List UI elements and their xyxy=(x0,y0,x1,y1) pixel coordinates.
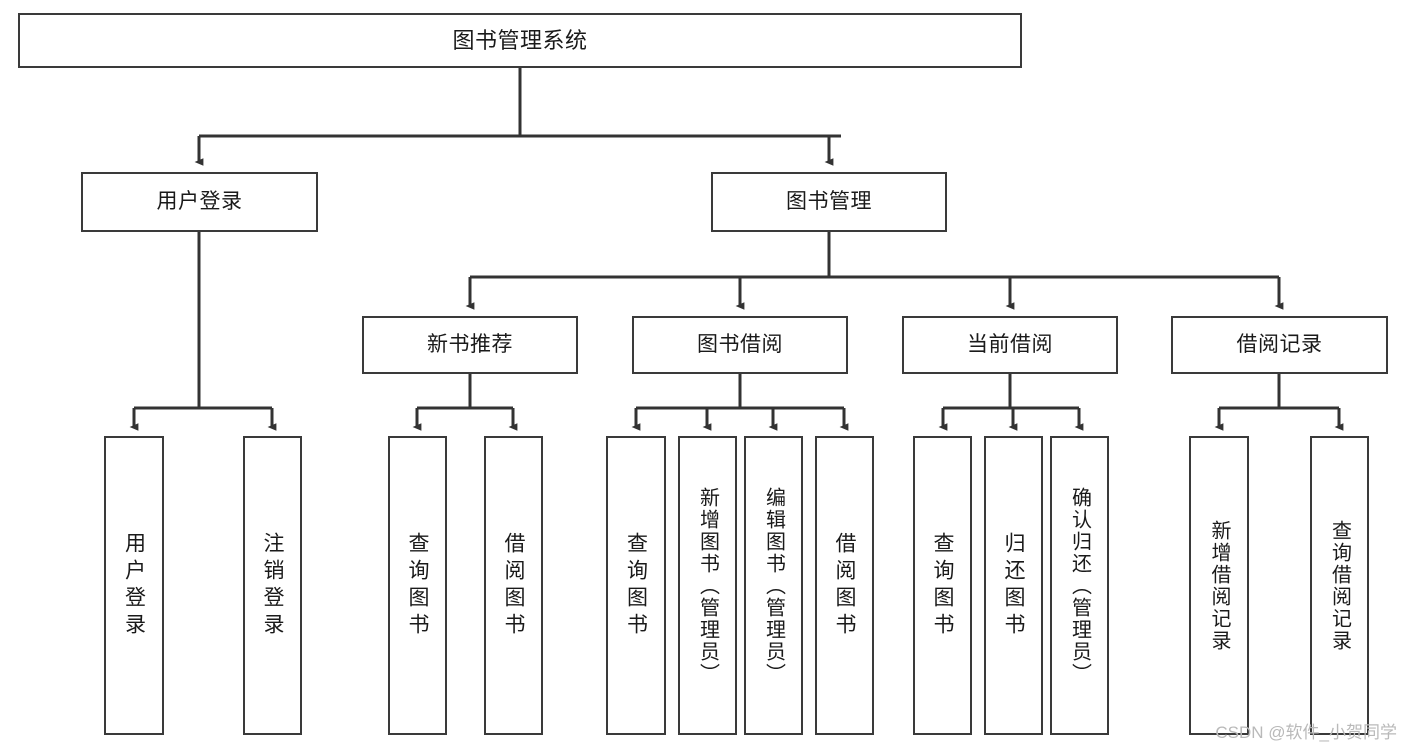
node-user-login-label: 用户登录 xyxy=(156,189,243,213)
node-borrow-record[interactable]: 借阅记录 xyxy=(1171,316,1388,374)
node-leaf-query-book-1[interactable]: 查询图书 xyxy=(388,436,447,735)
node-leaf-user-logout[interactable]: 注销登录 xyxy=(243,436,302,735)
csdn-watermark: CSDN @软件_小贺同学 xyxy=(1215,723,1397,742)
node-root-label: 图书管理系统 xyxy=(452,27,588,53)
node-book-manage-label: 图书管理 xyxy=(786,189,872,213)
node-leaf-borrow-book-1-label: 借阅图书 xyxy=(502,531,525,640)
node-leaf-query-book-2[interactable]: 查询图书 xyxy=(606,436,666,735)
node-leaf-add-book-admin[interactable]: 新增图书（管理员） xyxy=(678,436,737,735)
node-leaf-user-logout-label: 注销登录 xyxy=(261,531,284,640)
node-leaf-query-book-3-label: 查询图书 xyxy=(931,531,954,640)
node-root[interactable]: 图书管理系统 xyxy=(18,13,1022,68)
node-new-book-recommend-label: 新书推荐 xyxy=(427,332,513,356)
node-user-login[interactable]: 用户登录 xyxy=(81,172,318,232)
node-leaf-query-book-3[interactable]: 查询图书 xyxy=(913,436,972,735)
node-leaf-add-borrow-record[interactable]: 新增借阅记录 xyxy=(1189,436,1249,735)
node-leaf-return-book[interactable]: 归还图书 xyxy=(984,436,1043,735)
node-leaf-edit-book-admin-label: 编辑图书（管理员） xyxy=(762,486,785,685)
node-leaf-query-borrow-record[interactable]: 查询借阅记录 xyxy=(1310,436,1369,735)
node-leaf-return-book-label: 归还图书 xyxy=(1002,531,1025,640)
node-borrow-record-label: 借阅记录 xyxy=(1236,332,1323,356)
node-leaf-add-book-admin-label: 新增图书（管理员） xyxy=(696,486,719,685)
node-leaf-confirm-return-admin-label: 确认归还（管理员） xyxy=(1068,486,1091,685)
node-leaf-query-borrow-record-label: 查询借阅记录 xyxy=(1328,519,1351,652)
node-new-book-recommend[interactable]: 新书推荐 xyxy=(362,316,578,374)
node-leaf-user-login[interactable]: 用户登录 xyxy=(104,436,164,735)
node-book-borrow-label: 图书借阅 xyxy=(697,332,783,356)
node-leaf-borrow-book-2[interactable]: 借阅图书 xyxy=(815,436,874,735)
node-leaf-query-book-2-label: 查询图书 xyxy=(624,531,648,640)
node-leaf-add-borrow-record-label: 新增借阅记录 xyxy=(1208,519,1230,652)
node-current-borrow[interactable]: 当前借阅 xyxy=(902,316,1118,374)
node-book-borrow[interactable]: 图书借阅 xyxy=(632,316,848,374)
node-leaf-user-login-label: 用户登录 xyxy=(122,531,146,640)
node-leaf-edit-book-admin[interactable]: 编辑图书（管理员） xyxy=(744,436,803,735)
node-book-manage[interactable]: 图书管理 xyxy=(711,172,947,232)
node-current-borrow-label: 当前借阅 xyxy=(967,332,1053,356)
node-leaf-confirm-return-admin[interactable]: 确认归还（管理员） xyxy=(1050,436,1109,735)
node-leaf-borrow-book-1[interactable]: 借阅图书 xyxy=(484,436,543,735)
node-leaf-borrow-book-2-label: 借阅图书 xyxy=(833,531,856,640)
node-leaf-query-book-1-label: 查询图书 xyxy=(406,531,429,640)
